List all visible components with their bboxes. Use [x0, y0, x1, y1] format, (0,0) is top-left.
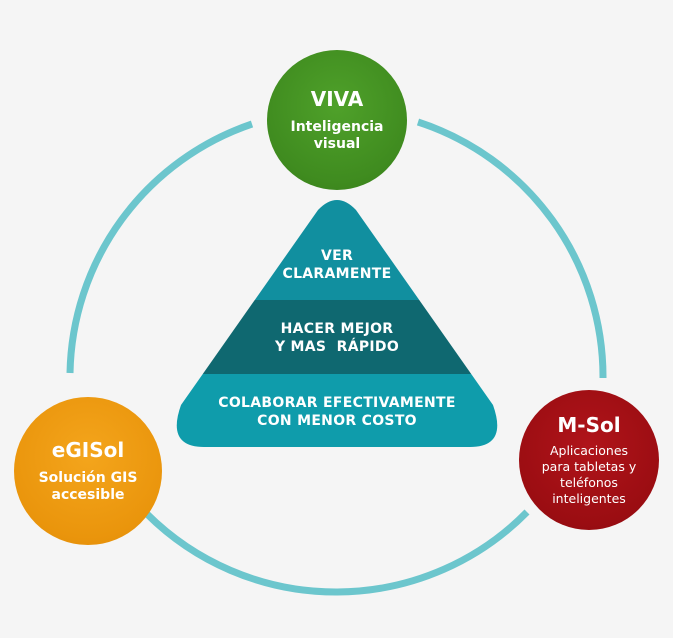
pyramid-middle-line2: Y MAS RÁPIDO [274, 339, 400, 356]
pyramid-middle-line1: HACER MEJOR [280, 321, 394, 337]
pyramid-top-line2: CLARAMENTE [282, 266, 392, 283]
pyramid-bottom-label: COLABORAR EFECTIVAMENTE CON MENOR COSTO [190, 394, 484, 430]
pyramid-top-label: VER CLARAMENTE [240, 247, 434, 283]
ring-arc-top-left [66, 120, 254, 374]
viva-node: VIVA Inteligencia visual [267, 50, 407, 190]
pyramid-bottom-line2: CON MENOR COSTO [257, 413, 417, 430]
egisol-node: eGISol Solución GIS accesible [14, 397, 162, 545]
egisol-title: eGISol [51, 437, 125, 462]
viva-title: VIVA [310, 86, 364, 111]
viva-subtitle: Inteligencia visual [290, 118, 384, 153]
msol-node: M-Sol Aplicaciones para tabletas y teléf… [519, 390, 659, 530]
msol-title: M-Sol [557, 412, 621, 437]
msol-subtitle: Aplicaciones para tabletas y teléfonos i… [541, 442, 637, 507]
pyramid-top-line1: VER [320, 248, 354, 264]
ring-arc-top-right [416, 118, 607, 379]
ring-arc-bottom [144, 509, 530, 596]
pyramid-level-bottom [176, 374, 498, 447]
pyramid-bottom-line1: COLABORAR EFECTIVAMENTE [218, 395, 456, 411]
egisol-subtitle: Solución GIS accesible [38, 469, 138, 504]
pyramid-middle-label: HACER MEJOR Y MAS RÁPIDO [210, 320, 464, 356]
